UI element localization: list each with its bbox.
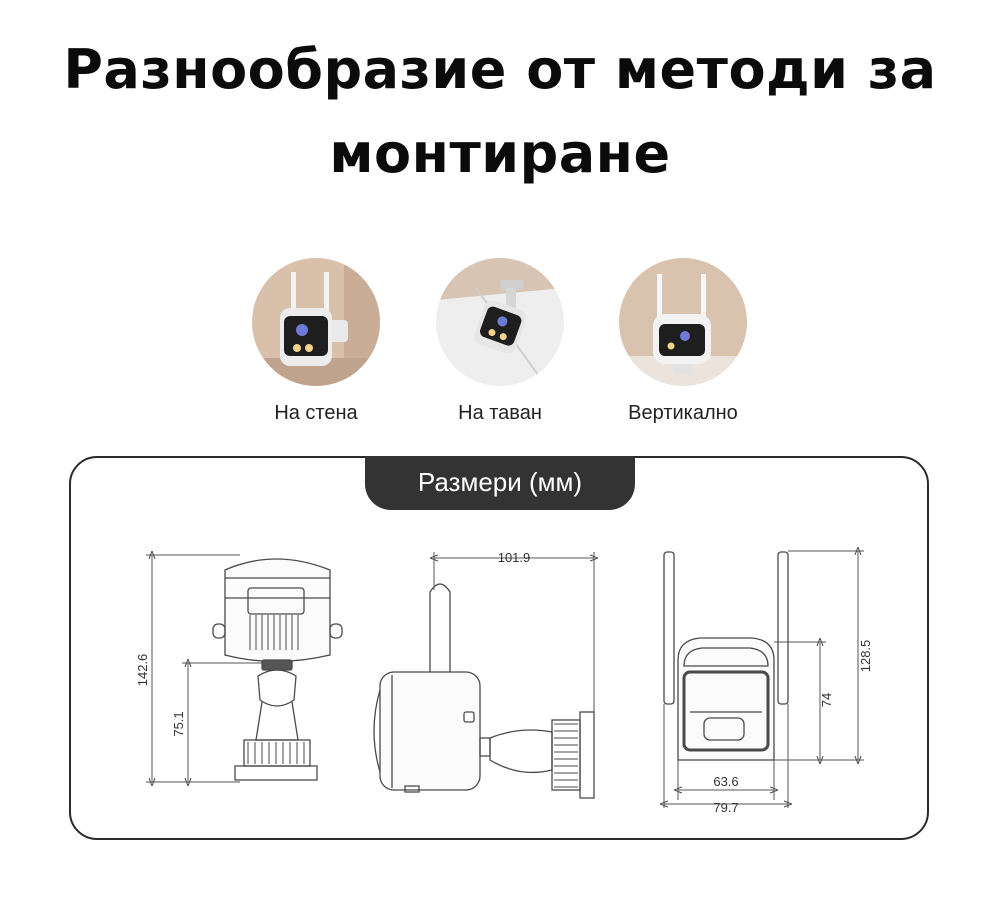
front-view-dimension-lines	[146, 555, 262, 782]
back-view-dimension-lines	[664, 551, 864, 808]
side-view-dimension-lines	[434, 552, 594, 712]
dim-front-height-bracket: 75.1	[171, 711, 186, 736]
dimensions-title-tab: Размери (мм)	[365, 456, 635, 510]
dim-front-height-total: 142.6	[135, 654, 150, 687]
dim-back-width-total: 79.7	[713, 800, 738, 815]
dim-side-depth: 101.9	[498, 550, 531, 565]
mount-option-ceiling: На таван	[415, 258, 585, 425]
mount-label-vertical: Вертикално	[628, 402, 738, 424]
dim-back-height-total: 128.5	[858, 640, 873, 673]
mount-option-vertical: Вертикално	[598, 258, 768, 425]
side-view-drawing	[373, 583, 595, 799]
ceiling-mount-camera-icon	[436, 258, 564, 386]
back-view-drawing	[663, 551, 789, 761]
page-title: Разнообразие от методи за монтиране	[63, 38, 937, 185]
dim-back-width-body: 63.6	[713, 774, 738, 789]
dim-back-height-body: 74	[819, 693, 834, 707]
mount-option-wall: На стена	[231, 258, 401, 425]
mount-label-ceiling: На таван	[458, 402, 542, 424]
mount-label-wall: На стена	[274, 402, 358, 424]
front-view-drawing	[212, 558, 343, 781]
